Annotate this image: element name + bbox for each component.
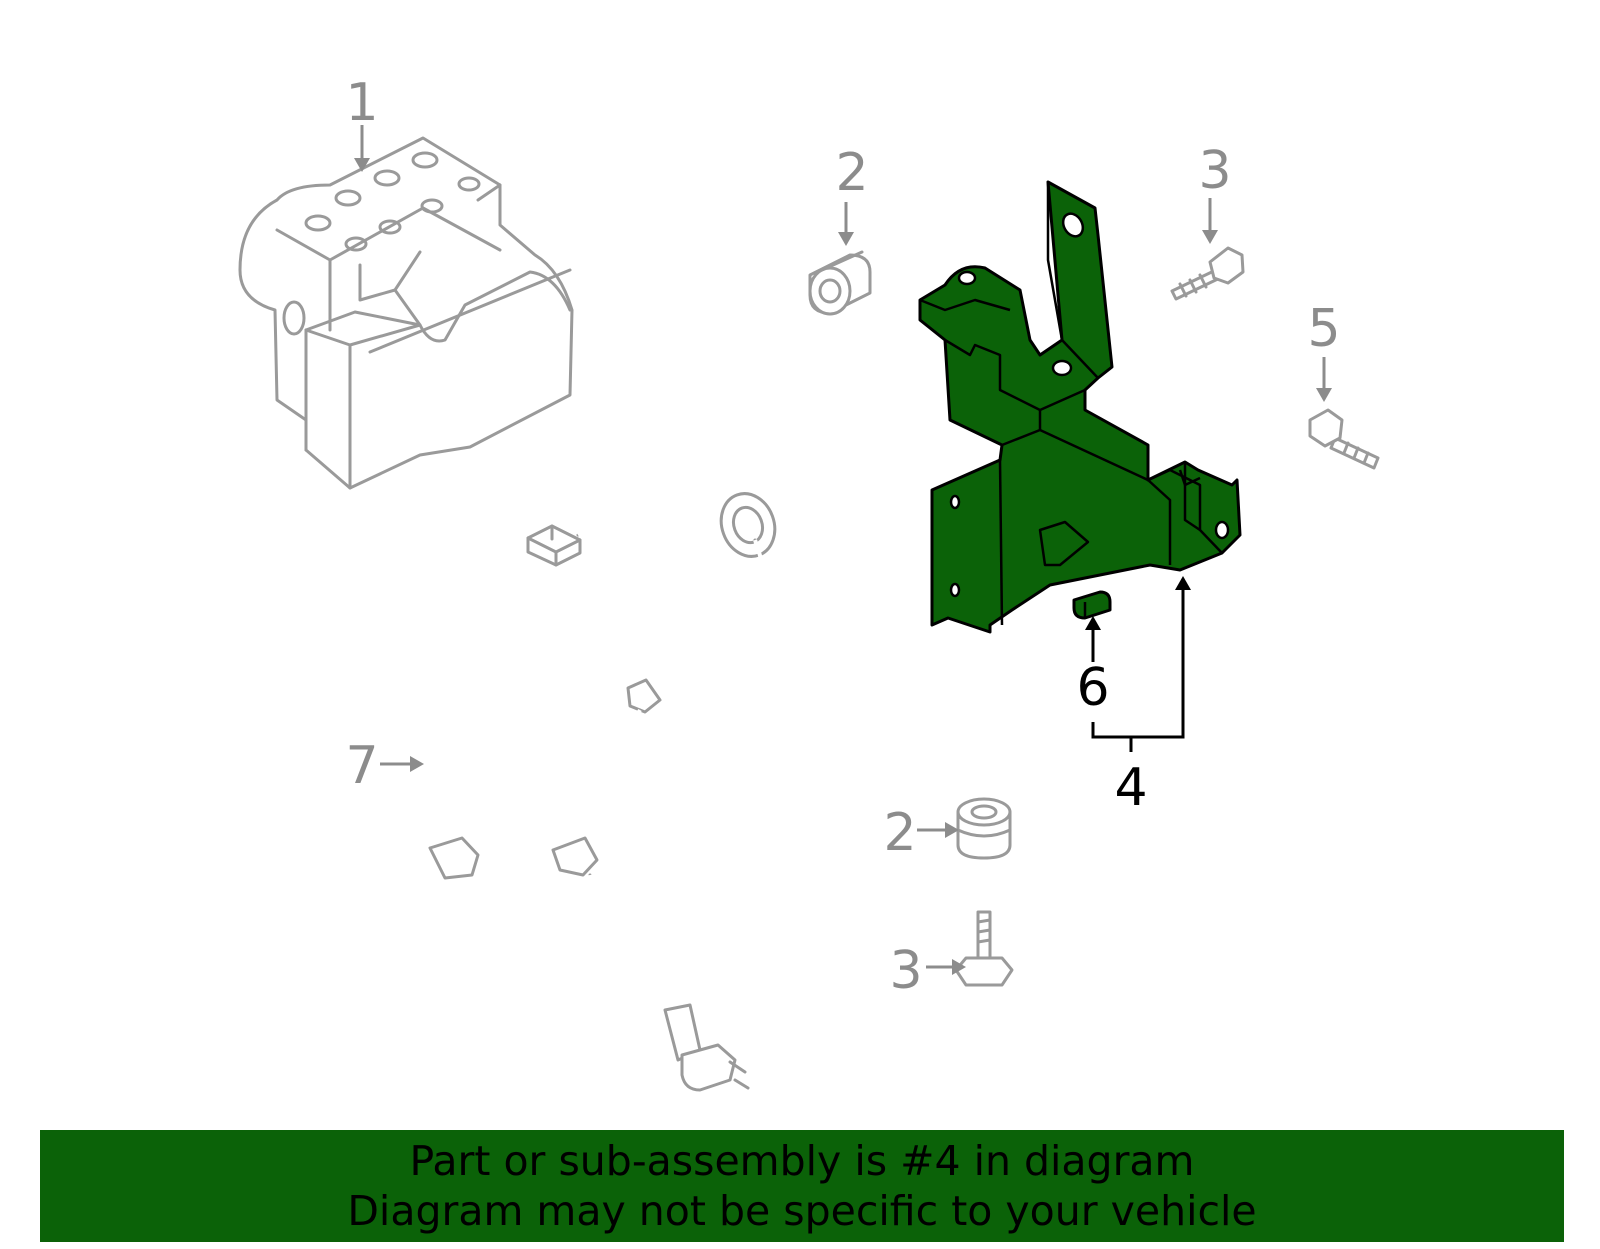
grommet-part-2-upper[interactable] — [808, 250, 872, 316]
wheel-speed-sensor-harness-part-7[interactable] — [428, 483, 783, 1092]
callout-2-lower: 2 — [883, 803, 916, 863]
bolt-part-3-lower[interactable] — [954, 910, 1014, 987]
callout-4: 4 — [1114, 758, 1147, 818]
abs-module-part-1[interactable] — [238, 136, 574, 490]
clip-part-6-highlighted[interactable] — [1072, 590, 1112, 620]
callout-5: 5 — [1307, 299, 1340, 359]
bracket-part-4-highlighted[interactable] — [918, 180, 1242, 634]
callout-2-upper: 2 — [835, 143, 868, 203]
callout-7: 7 — [345, 736, 378, 796]
info-banner: Part or sub-assembly is #4 in diagram Di… — [40, 1130, 1564, 1242]
bolt-part-3-upper[interactable] — [1170, 246, 1245, 301]
callout-6: 6 — [1076, 658, 1109, 718]
leader-lines — [354, 125, 1332, 975]
grommet-part-2-lower[interactable] — [956, 797, 1012, 860]
callout-1: 1 — [345, 73, 378, 133]
bolt-part-5[interactable] — [1308, 408, 1380, 470]
callout-3-lower: 3 — [889, 941, 922, 1001]
callout-3-upper: 3 — [1198, 141, 1231, 201]
banner-line-1: Part or sub-assembly is #4 in diagram — [409, 1137, 1195, 1185]
banner-line-2: Diagram may not be specific to your vehi… — [347, 1187, 1257, 1235]
